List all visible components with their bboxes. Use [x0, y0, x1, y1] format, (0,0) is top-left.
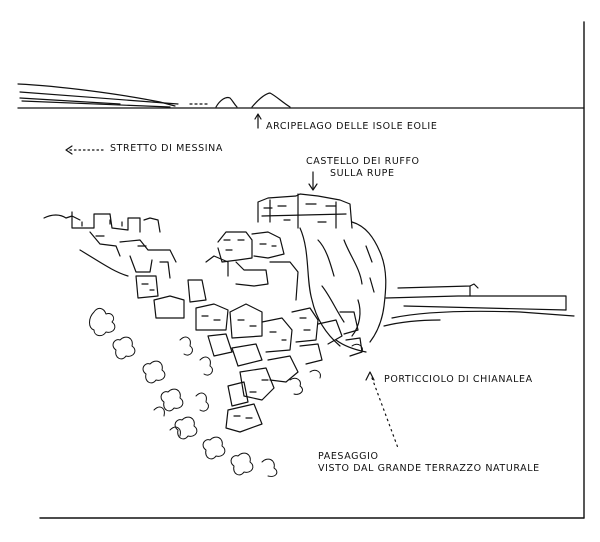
rock-cliff	[299, 221, 387, 353]
label-paesaggio-line2: VISTO DAL GRANDE TERRAZZO NATURALE	[318, 463, 540, 474]
castello-arrow	[308, 171, 318, 191]
middle-buildings	[205, 231, 299, 301]
stretto-arrow	[65, 145, 107, 155]
label-castello-line1: CASTELLO DEI RUFFO	[306, 156, 420, 167]
drawing-frame	[39, 21, 585, 519]
castle-ruffo	[257, 193, 353, 229]
label-porticciolo: PORTICCIOLO DI CHIANALEA	[384, 374, 533, 385]
viewpoint-arrow	[365, 371, 399, 449]
label-arcipelago: ARCIPELAGO DELLE ISOLE EOLIE	[266, 121, 438, 132]
lower-village	[135, 275, 363, 433]
vegetation	[89, 307, 363, 477]
label-castello-line2: SULLA RUPE	[330, 168, 395, 179]
upper-town	[43, 211, 177, 279]
harbour-pier	[383, 283, 575, 327]
label-stretto: STRETTO DI MESSINA	[110, 143, 223, 154]
arcipelago-arrow	[254, 113, 262, 129]
aeolian-islands	[189, 92, 291, 108]
label-paesaggio-line1: PAESAGGIO	[318, 451, 379, 462]
calabrian-coast	[17, 83, 179, 108]
